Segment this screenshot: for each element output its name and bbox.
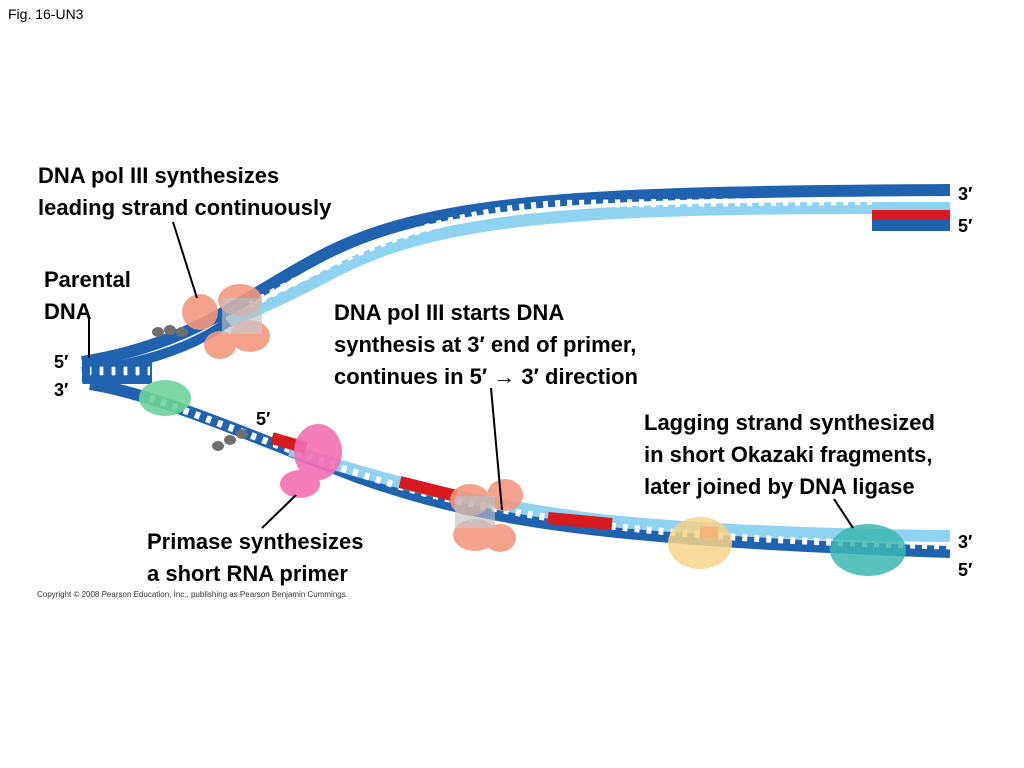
label-parental-dna: Parental DNA [44,267,131,324]
primase [280,424,342,498]
dna-pol-iii-leading [182,284,270,359]
end-label-left-3: 3′ [54,380,69,400]
pointer-leading [172,221,198,299]
label-lagging-strand: Lagging strand synthesized in short Okaz… [644,410,935,499]
pointer-lagging [833,498,854,529]
end-label-bottom-5: 5′ [958,560,973,580]
end-label-left-5: 5′ [54,352,69,372]
dna-pol-iii-lagging [450,479,523,552]
dna-ligase [830,524,906,576]
helicase [152,325,248,451]
figure-label: Fig. 16-UN3 [8,6,84,22]
end-label-top-5: 5′ [958,216,973,236]
label-leading-strand: DNA pol III synthesizes leading strand c… [38,163,332,220]
label-pol-start: DNA pol III starts DNA synthesis at 3′ e… [334,300,638,389]
end-label-top-3: 3′ [958,184,973,204]
pointer-polstart [490,387,503,511]
end-label-primer-5: 5′ [256,409,271,429]
leading-strand [225,202,873,328]
rna-primer-2 [398,476,458,502]
binding-protein [139,380,191,416]
rna-primer-3 [547,512,613,530]
copyright: Copyright © 2008 Pearson Education, Inc.… [37,590,348,599]
parental-strand-top [81,184,951,368]
dna-pol-i [668,517,732,569]
end-label-bottom-3: 3′ [958,532,973,552]
pointer-primase [261,494,297,529]
label-primase: Primase synthesizes a short RNA primer [147,529,364,586]
